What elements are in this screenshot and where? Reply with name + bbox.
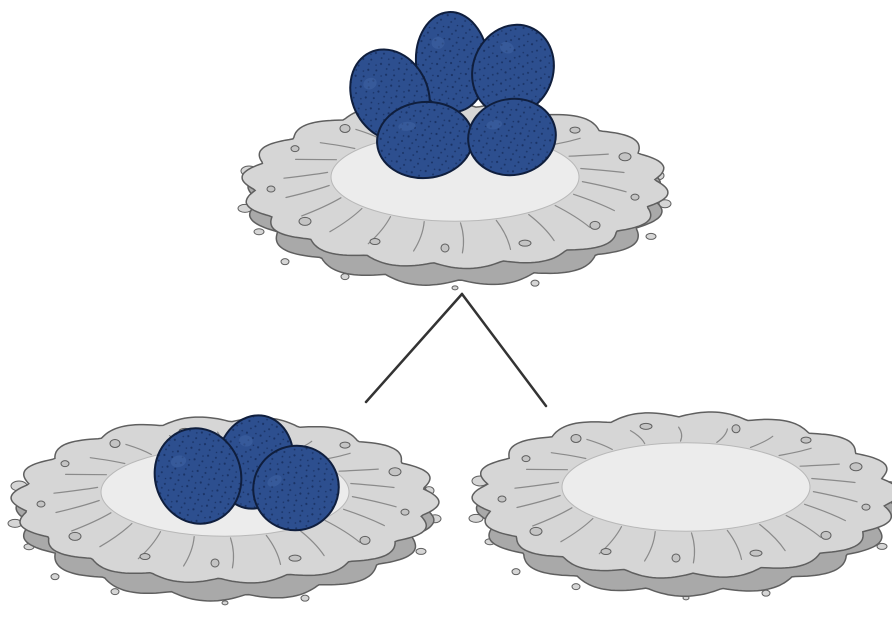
nest-with-five-eggs — [238, 10, 671, 290]
connector-line-right — [462, 294, 546, 406]
rim-stone — [340, 124, 350, 132]
nest-hollow — [562, 443, 810, 531]
rim-stone — [340, 442, 350, 448]
rim-stone — [619, 153, 631, 161]
rim-stone — [37, 501, 45, 507]
pebble — [51, 574, 59, 580]
rim-stone — [69, 532, 81, 540]
pebble — [222, 601, 228, 605]
rim-stone — [140, 554, 150, 560]
rim-stone — [821, 531, 831, 539]
rim-stone — [299, 217, 311, 225]
pebble — [111, 589, 119, 595]
pebble — [646, 233, 656, 239]
pebble — [452, 286, 458, 290]
rim-stone — [801, 437, 811, 443]
rim-stone — [522, 456, 530, 462]
rim-stone — [570, 127, 580, 133]
rim-stone — [850, 463, 862, 471]
pebble — [254, 229, 264, 235]
pebble — [572, 584, 580, 590]
empty-nest — [469, 412, 892, 600]
rim-stone — [267, 186, 275, 192]
rim-stone — [732, 425, 740, 433]
rim-stone — [601, 549, 611, 555]
rim-stone — [110, 439, 120, 447]
rim-stone — [750, 550, 762, 556]
rim-stone — [441, 244, 449, 252]
pebble — [762, 590, 770, 596]
pebble — [301, 595, 309, 601]
rim-stone — [289, 555, 301, 561]
tree-connector — [366, 294, 546, 406]
nest-with-three-eggs — [8, 408, 441, 605]
rim-stone — [389, 468, 401, 476]
rim-stone — [360, 536, 370, 544]
rim-stone — [519, 240, 531, 246]
pebble — [416, 548, 426, 554]
rim-stone — [571, 434, 581, 442]
pebble — [512, 569, 520, 575]
rim-stone — [631, 194, 639, 200]
rim-stone — [291, 146, 299, 152]
rim-stone — [401, 509, 409, 515]
rim-stone — [211, 559, 219, 567]
rim-stone — [370, 239, 380, 245]
rim-stone — [530, 527, 542, 535]
rim-stone — [672, 554, 680, 562]
rim-stone — [862, 504, 870, 510]
pebble — [531, 280, 539, 286]
rim-stone — [640, 423, 652, 429]
connector-line-left — [366, 294, 462, 402]
pebble — [281, 259, 289, 265]
rim-stone — [61, 461, 69, 467]
rim-stone — [590, 221, 600, 229]
rim-stone — [498, 496, 506, 502]
